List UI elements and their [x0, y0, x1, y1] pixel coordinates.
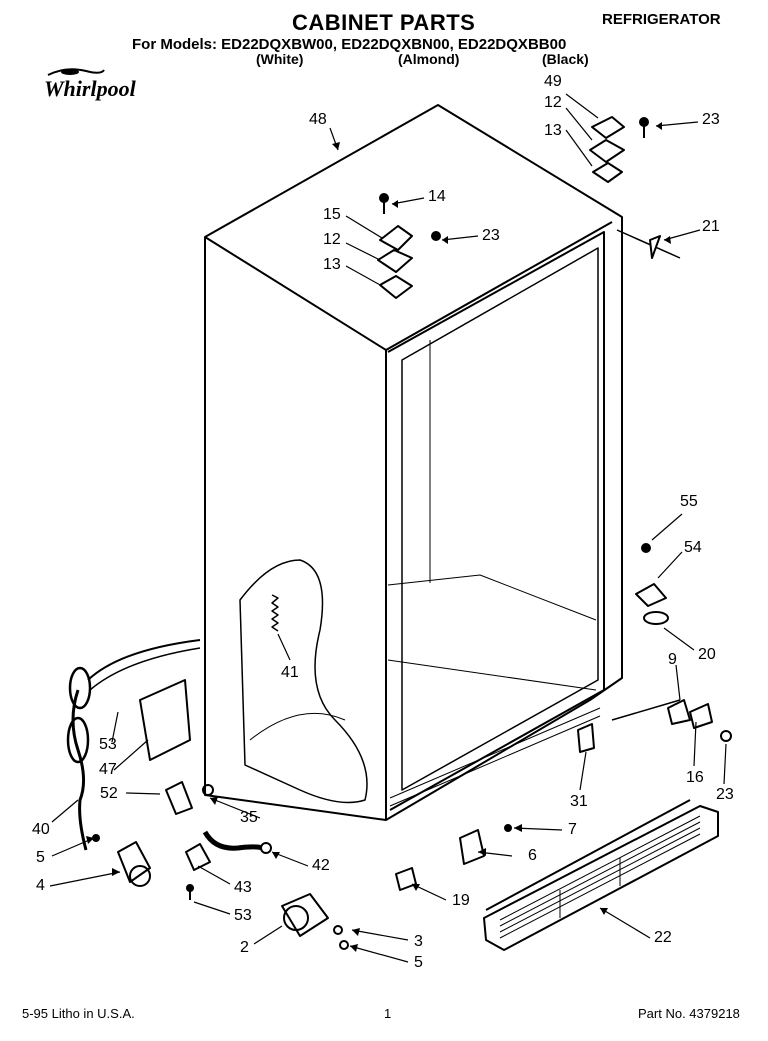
callout-9: 9 — [668, 651, 677, 668]
callout-21: 21 — [702, 218, 720, 235]
color-black-label: (Black) — [542, 51, 589, 67]
callout-53: 53 — [99, 736, 117, 753]
callout-35: 35 — [240, 809, 258, 826]
callout-20: 20 — [698, 646, 716, 663]
callout-52: 52 — [100, 785, 118, 802]
callout-41: 41 — [281, 664, 299, 681]
callout-23: 23 — [482, 227, 500, 244]
whirlpool-logo: Whirlpool — [44, 76, 136, 101]
callout-13: 13 — [323, 256, 341, 273]
callout-48: 48 — [309, 111, 327, 128]
callout-31: 31 — [570, 793, 588, 810]
callout-42: 42 — [312, 857, 330, 874]
footer-litho: 5-95 Litho in U.S.A. — [22, 1006, 135, 1021]
callout-5: 5 — [414, 954, 423, 971]
color-almond-label: (Almond) — [398, 51, 460, 67]
callout-12: 12 — [323, 231, 341, 248]
callout-4: 4 — [36, 877, 45, 894]
callout-19: 19 — [452, 892, 470, 909]
callout-23: 23 — [702, 111, 720, 128]
callout-54: 54 — [684, 539, 702, 556]
callout-47: 47 — [99, 761, 117, 778]
callout-2: 2 — [240, 939, 249, 956]
callout-5: 5 — [36, 849, 45, 866]
callout-55: 55 — [680, 493, 698, 510]
callout-3: 3 — [414, 933, 423, 950]
callout-16: 16 — [686, 769, 704, 786]
callout-40: 40 — [32, 821, 50, 838]
color-white-label: (White) — [256, 51, 304, 67]
callout-49: 49 — [544, 73, 562, 90]
callout-43: 43 — [234, 879, 252, 896]
callout-6: 6 — [528, 847, 537, 864]
callout-53: 53 — [234, 907, 252, 924]
page-number: 1 — [384, 1006, 392, 1021]
callout-23: 23 — [716, 786, 734, 803]
appliance-category: REFRIGERATOR — [602, 11, 721, 28]
callout-22: 22 — [654, 929, 672, 946]
callout-15: 15 — [323, 206, 341, 223]
callout-14: 14 — [428, 188, 446, 205]
callout-12: 12 — [544, 94, 562, 111]
callout-7: 7 — [568, 821, 577, 838]
model-list: For Models: ED22DQXBW00, ED22DQXBN00, ED… — [132, 36, 567, 53]
callout-13: 13 — [544, 122, 562, 139]
part-number: Part No. 4379218 — [638, 1006, 740, 1021]
page-title: CABINET PARTS — [292, 10, 476, 35]
whirlpool-swoosh-icon — [47, 68, 105, 76]
